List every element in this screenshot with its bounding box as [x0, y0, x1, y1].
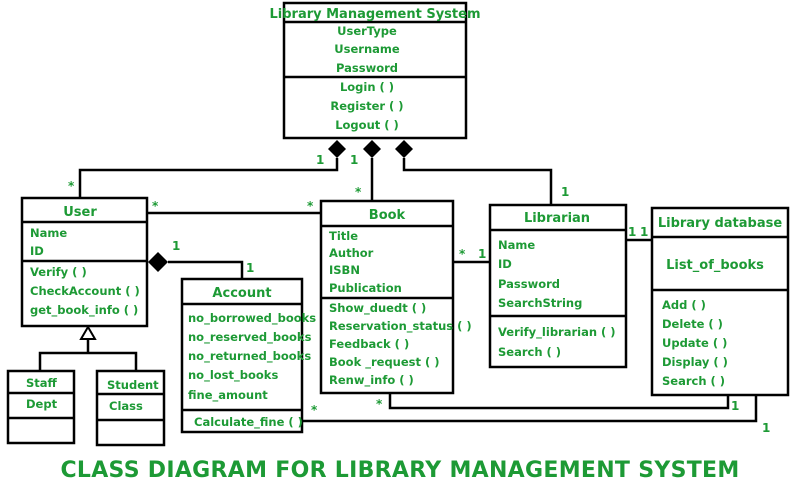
- class-title: Library database: [658, 216, 783, 231]
- class-title: Student: [107, 378, 159, 392]
- multiplicity-label: 1: [246, 261, 254, 275]
- relationship-markers: [79, 140, 413, 340]
- multiplicity-label: *: [459, 247, 466, 261]
- class-librarian: Librarian Name ID Password SearchString …: [488, 203, 628, 369]
- class-attribute: no_borrowed_books: [188, 311, 316, 326]
- class-attribute: Username: [334, 42, 400, 56]
- multiplicity-label: *: [152, 199, 159, 213]
- connectors: [38, 158, 758, 423]
- class-attribute: Publication: [329, 281, 402, 295]
- composition-diamond-icon: [363, 140, 381, 158]
- class-method: Login ( ): [340, 80, 394, 94]
- multiplicity-labels: 1 * 1 * 1 * * 1 1 * 1 1 1 * 1 * 1: [68, 153, 770, 435]
- class-attribute: no_returned_books: [188, 349, 311, 364]
- class-staff: Staff Dept: [6, 369, 76, 445]
- class-lms: Library Management System UserType Usern…: [269, 1, 481, 140]
- class-method: Register ( ): [330, 99, 403, 113]
- user-account-association: [168, 260, 244, 279]
- class-method: Update ( ): [662, 336, 727, 350]
- class-method: Verify ( ): [30, 265, 87, 279]
- multiplicity-label: 1: [561, 185, 569, 199]
- class-method: Book _request ( ): [329, 355, 440, 370]
- class-title: Library Management System: [269, 7, 480, 22]
- class-attribute: List_of_books: [666, 258, 764, 273]
- class-account: Account no_borrowed_books no_reserved_bo…: [180, 277, 316, 434]
- class-book: Book Title Author ISBN Publication Show_…: [319, 199, 472, 395]
- class-method: Renw_info ( ): [329, 373, 414, 388]
- class-method: Logout ( ): [335, 118, 399, 132]
- class-method: Calculate_fine ( ): [194, 415, 303, 430]
- multiplicity-label: *: [311, 403, 318, 417]
- generalization-connector: [38, 351, 138, 371]
- class-student: Student Class: [95, 369, 166, 447]
- multiplicity-label: 1: [628, 225, 636, 239]
- account-database-association: [302, 395, 758, 423]
- class-attribute: Name: [30, 226, 67, 240]
- class-method: Add ( ): [662, 298, 706, 312]
- composition-diamond-icon: [328, 140, 346, 158]
- class-attribute: UserType: [337, 24, 397, 38]
- multiplicity-label: *: [376, 397, 383, 411]
- class-attribute: Name: [498, 238, 535, 252]
- generalization-arrow-icon: [79, 325, 97, 340]
- class-attribute: Dept: [26, 397, 58, 411]
- multiplicity-label: 1: [172, 239, 180, 253]
- multiplicity-label: 1: [478, 247, 486, 261]
- class-title: Staff: [26, 376, 58, 390]
- class-method: Search ( ): [662, 374, 725, 388]
- class-attribute: Password: [336, 61, 398, 75]
- class-library-database: Library database List_of_books Add ( ) D…: [650, 206, 790, 397]
- class-attribute: fine_amount: [188, 388, 268, 403]
- multiplicity-label: 1: [316, 153, 324, 167]
- class-title: Account: [212, 286, 271, 301]
- multiplicity-label: 1: [640, 225, 648, 239]
- class-method: Display ( ): [662, 355, 728, 369]
- multiplicity-label: 1: [350, 153, 358, 167]
- lms-user-association: [78, 158, 339, 198]
- multiplicity-label: 1: [762, 421, 770, 435]
- class-method: Show_duedt ( ): [329, 301, 426, 316]
- class-attribute: Password: [498, 277, 560, 291]
- class-method: Verify_librarian ( ): [498, 325, 616, 340]
- multiplicity-label: *: [355, 185, 362, 199]
- class-title: Librarian: [524, 211, 590, 226]
- class-attribute: Class: [109, 399, 143, 413]
- class-attribute: no_reserved_books: [188, 330, 312, 345]
- class-method: CheckAccount ( ): [30, 284, 140, 298]
- composition-diamond-icon: [148, 252, 168, 272]
- multiplicity-label: *: [68, 179, 75, 193]
- lms-librarian-association: [402, 158, 553, 205]
- multiplicity-label: 1: [731, 399, 739, 413]
- class-title: User: [63, 205, 97, 220]
- class-method: get_book_info ( ): [30, 303, 138, 318]
- book-database-association: [388, 393, 730, 410]
- class-user: User Name ID Verify ( ) CheckAccount ( )…: [20, 196, 149, 328]
- multiplicity-label: *: [307, 199, 314, 213]
- class-attribute: ID: [498, 257, 512, 271]
- class-method: Delete ( ): [662, 317, 723, 331]
- diagram-caption: CLASS DIAGRAM FOR LIBRARY MANAGEMENT SYS…: [60, 458, 740, 483]
- composition-diamond-icon: [395, 140, 413, 158]
- class-method: Feedback ( ): [329, 337, 409, 351]
- class-method: Search ( ): [498, 345, 561, 359]
- class-attribute: ID: [30, 244, 44, 258]
- class-attribute: SearchString: [498, 296, 582, 310]
- class-attribute: Title: [329, 229, 358, 243]
- class-attribute: Author: [329, 246, 374, 260]
- class-title: Book: [369, 208, 406, 223]
- class-attribute: no_lost_books: [188, 368, 278, 383]
- class-attribute: ISBN: [329, 263, 360, 277]
- class-method: Reservation_status ( ): [329, 319, 472, 334]
